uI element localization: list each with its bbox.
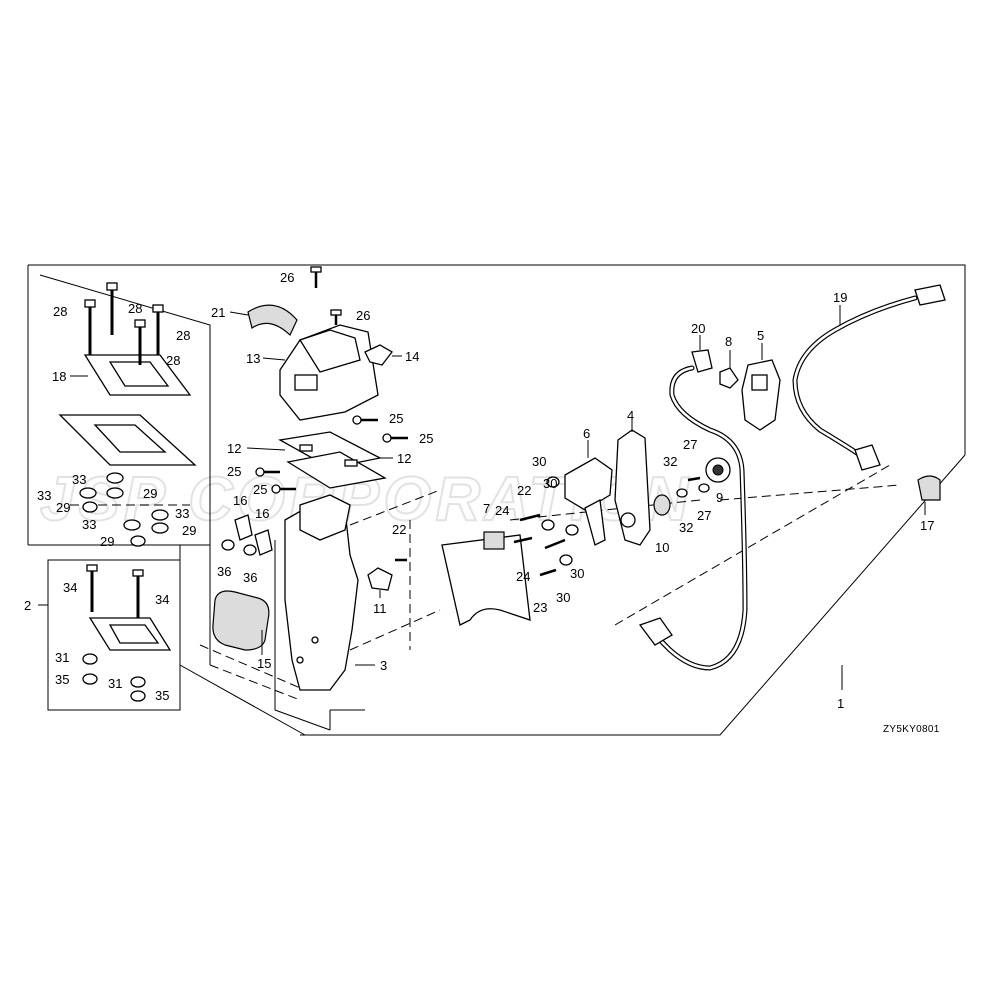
callout-29-a: 29 xyxy=(143,486,157,501)
callout-8: 8 xyxy=(725,334,732,349)
callout-32-lower: 32 xyxy=(679,520,693,535)
callout-33-c: 33 xyxy=(175,506,189,521)
callout-34-a: 34 xyxy=(63,580,77,595)
housing-3 xyxy=(284,494,359,691)
callout-25-d: 25 xyxy=(253,482,267,497)
connector-20 xyxy=(691,349,713,373)
clip-16-36 xyxy=(221,514,273,556)
cover-13 xyxy=(279,324,379,421)
callout-35-b: 35 xyxy=(155,688,169,703)
clip-14 xyxy=(364,344,393,366)
callout-5: 5 xyxy=(757,328,764,343)
callout-29-d: 29 xyxy=(100,534,114,549)
callout-23: 23 xyxy=(533,600,547,615)
callout-36-b: 36 xyxy=(243,570,257,585)
clamp-11 xyxy=(367,567,393,591)
callout-15: 15 xyxy=(257,656,271,671)
callout-28-d: 28 xyxy=(166,353,180,368)
harness-cable xyxy=(638,365,748,671)
callout-10: 10 xyxy=(655,540,669,555)
callout-1: 1 xyxy=(837,696,844,711)
callout-2: 2 xyxy=(24,598,31,613)
gasket-plate xyxy=(58,414,197,466)
bracket-5 xyxy=(741,359,781,431)
subassembly-3-bracket xyxy=(274,540,331,731)
callout-25-b: 25 xyxy=(419,431,433,446)
gasket-18 xyxy=(83,354,192,396)
nut-cluster-29-33 xyxy=(79,472,169,547)
callout-19: 19 xyxy=(833,290,847,305)
callout-34-b: 34 xyxy=(155,592,169,607)
cap-17 xyxy=(917,475,941,501)
callout-11: 11 xyxy=(373,601,387,616)
callout-25-c: 25 xyxy=(227,464,241,479)
callout-33-a: 33 xyxy=(72,472,86,487)
knob-9 xyxy=(705,457,731,483)
callout-30-b: 30 xyxy=(543,476,557,491)
callout-labels: 1 2 3 4 5 6 7 8 9 10 11 12 12 13 14 15 1… xyxy=(24,270,934,711)
arm-4 xyxy=(614,429,651,546)
cable-19 xyxy=(792,284,946,471)
callout-31-a: 31 xyxy=(55,650,69,665)
callout-25-a: 25 xyxy=(389,411,403,426)
callout-4: 4 xyxy=(627,408,634,423)
callout-28-c: 28 xyxy=(176,328,190,343)
gasket-15 xyxy=(212,590,270,651)
callout-33-b: 33 xyxy=(37,488,51,503)
clip-21 xyxy=(247,304,298,337)
plate-assembly-2 xyxy=(82,564,172,702)
callout-22-left: 22 xyxy=(392,522,406,537)
connector-8 xyxy=(719,367,739,389)
callout-9: 9 xyxy=(716,490,723,505)
small-fasteners xyxy=(513,476,710,577)
callout-27-lower: 27 xyxy=(697,508,711,523)
callout-36-a: 36 xyxy=(217,564,231,579)
callout-30-c: 30 xyxy=(570,566,584,581)
callout-28-b: 28 xyxy=(128,301,142,316)
leader-lines xyxy=(38,305,926,690)
callout-24-upper: 24 xyxy=(495,503,509,518)
callout-16-right: 16 xyxy=(255,506,269,521)
callout-22-mid: 22 xyxy=(517,483,531,498)
washer-10 xyxy=(653,494,671,516)
callout-31-b: 31 xyxy=(108,676,122,691)
screw-25-group xyxy=(255,415,408,494)
bolt-28-group xyxy=(84,282,164,365)
callout-12-left: 12 xyxy=(227,441,241,456)
callout-32-upper: 32 xyxy=(663,454,677,469)
callout-26-mid: 26 xyxy=(356,308,370,323)
callout-29-b: 29 xyxy=(56,500,70,515)
callout-3: 3 xyxy=(380,658,387,673)
callout-7: 7 xyxy=(483,501,490,516)
callout-20: 20 xyxy=(691,321,705,336)
gasket-sheet xyxy=(441,534,531,626)
callout-30-a: 30 xyxy=(532,454,546,469)
callout-16-left: 16 xyxy=(233,493,247,508)
callout-29-c: 29 xyxy=(182,523,196,538)
diagram-code: ZY5KY0801 xyxy=(883,724,940,735)
screw-26 xyxy=(310,266,342,325)
callout-6: 6 xyxy=(583,426,590,441)
callout-27-upper: 27 xyxy=(683,437,697,452)
lever-6 xyxy=(564,457,613,546)
callout-13: 13 xyxy=(246,351,260,366)
callout-28-a: 28 xyxy=(53,304,67,319)
callout-12-right: 12 xyxy=(397,451,411,466)
callout-30-d: 30 xyxy=(556,590,570,605)
callout-33-d: 33 xyxy=(82,517,96,532)
callout-18: 18 xyxy=(52,369,66,384)
callout-35-a: 35 xyxy=(55,672,69,687)
callout-26-top: 26 xyxy=(280,270,294,285)
callout-14: 14 xyxy=(405,349,419,364)
callout-21: 21 xyxy=(211,305,225,320)
callout-24-lower: 24 xyxy=(516,569,530,584)
callout-17: 17 xyxy=(920,518,934,533)
subassembly-2-frame xyxy=(47,559,181,711)
part-7 xyxy=(483,531,505,550)
